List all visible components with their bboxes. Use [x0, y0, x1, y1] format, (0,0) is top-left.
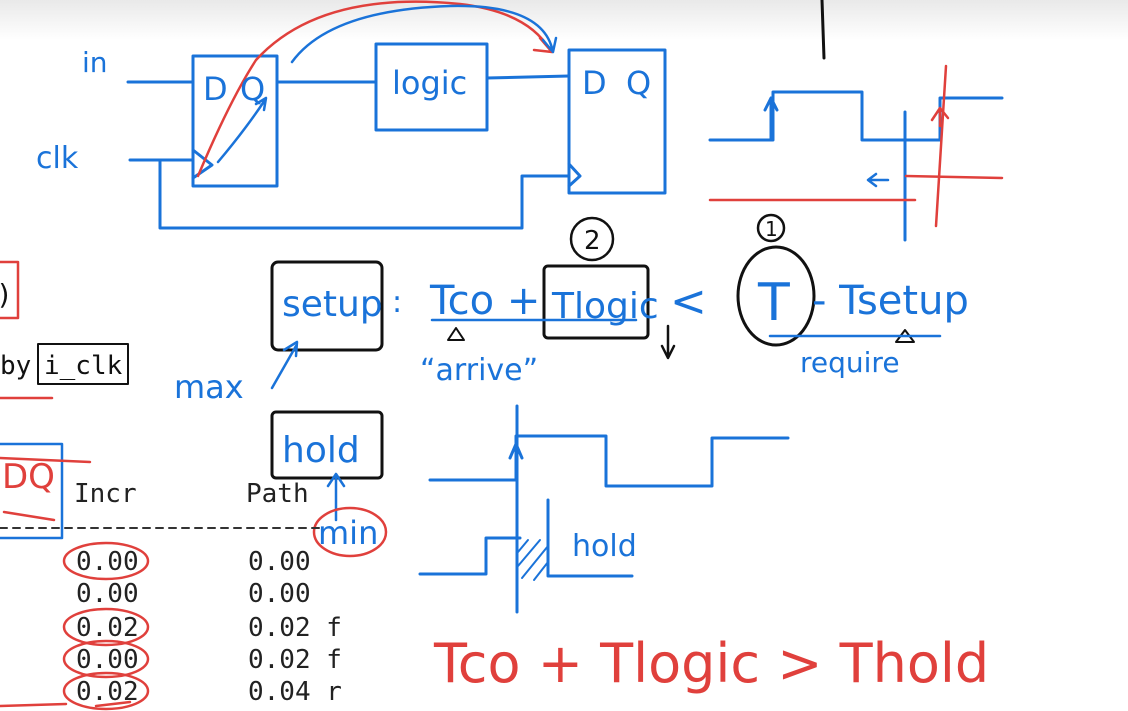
incr-red-circle: [62, 639, 150, 679]
setup-waveform-red: [708, 64, 1004, 228]
red-up-arrow: [930, 106, 950, 128]
logic-label: logic: [392, 64, 467, 102]
data-waveform-hold: [418, 498, 634, 578]
dq-box: [0, 442, 64, 540]
incr-cell: 0.00: [76, 579, 139, 609]
table-row: 0.02 0.02 f: [62, 607, 342, 647]
label-in: in: [82, 46, 108, 79]
setup-box: [270, 260, 384, 352]
arrive-marker: [447, 327, 465, 341]
logic-to-d2-wire: [485, 74, 571, 80]
by-text: by: [0, 351, 31, 381]
path-cell: 0.02 f: [248, 613, 342, 643]
ff2-clock-triangle: [567, 162, 582, 188]
logic-box: [374, 42, 489, 132]
label-clk: clk: [36, 141, 79, 176]
min-note: min: [318, 514, 378, 552]
path-cell: 0.00: [248, 547, 311, 577]
clk-loop-wire: [158, 158, 571, 230]
ff1-inner-arrow: [216, 96, 268, 164]
incr-red-circle: [62, 607, 150, 647]
incr-cell: 0.00: [76, 645, 139, 675]
rising-edge-arrow-top: [763, 96, 779, 142]
table-row: 0.00 0.00: [76, 579, 311, 609]
hold-region-note: hold: [572, 529, 637, 564]
down-arrow: [660, 324, 676, 360]
flip-flop-2: [567, 48, 667, 195]
table-row: 0.00 0.00: [62, 541, 311, 581]
hold-equation: Tco + Tlogic > Thold: [433, 632, 989, 695]
path-cell: 0.04 r: [248, 677, 342, 707]
path-cell: 0.02 f: [248, 645, 342, 675]
tlogic-boxed: Tlogic: [551, 286, 659, 327]
table-row: 0.02 0.04 r: [62, 671, 342, 711]
circled-1-text: 1: [765, 217, 778, 241]
max-note: max: [174, 368, 244, 406]
red-vertical-marker: [934, 64, 948, 228]
left-arrow-small: [866, 172, 890, 188]
ff1-d-label: D: [203, 70, 228, 108]
incr-red-circle: [62, 541, 150, 581]
incr-cell: 0.02: [76, 613, 139, 643]
require-note: require: [800, 346, 900, 379]
header-incr: Incr: [74, 479, 137, 509]
blue-timing-path-arrow: [290, 4, 558, 64]
path-cell: 0.00: [248, 579, 311, 609]
clock-waveform-hold: [428, 434, 790, 488]
incr-cell: 0.02: [76, 677, 139, 707]
hold-hatch: [517, 539, 549, 581]
bottom-red-strokes: [0, 700, 132, 708]
colon: :: [392, 285, 402, 320]
clk-name-text: i_clk: [44, 351, 123, 381]
paren-box: [0, 260, 20, 320]
red-horizontal-marker: [904, 174, 1004, 180]
setup-rhs: - Tsetup: [812, 278, 969, 324]
ff1-q-label: Q: [240, 70, 265, 108]
incr-red-circle: [62, 671, 150, 711]
header-path: Path: [246, 479, 309, 509]
top-gradient: [0, 0, 1128, 40]
circled-2-text: 2: [584, 226, 601, 256]
min-circle: [312, 506, 388, 558]
hold-waveform: [418, 404, 790, 614]
less-than: <: [670, 276, 707, 327]
tlogic-box: [542, 264, 650, 340]
circle-1: [756, 213, 786, 243]
flip-flop-1: [191, 54, 279, 188]
setup-label: setup: [282, 284, 383, 325]
circle-2: [569, 216, 615, 262]
incr-cell: 0.00: [76, 547, 139, 577]
setup-waveform: [708, 90, 1004, 242]
clk-name-box: [37, 343, 129, 385]
setup-lhs: Tco +: [429, 278, 540, 324]
ff2-q-label: Q: [626, 64, 651, 102]
hold-label: hold: [282, 430, 360, 471]
paren-text: ): [0, 278, 13, 311]
max-arrow: [270, 340, 299, 390]
circuit-diagram: [126, 42, 667, 230]
period-circle: [736, 245, 816, 347]
dq-text: DQ: [2, 457, 55, 497]
ff2-d-label: D: [582, 64, 607, 102]
black-marker-line: [820, 0, 826, 60]
arrive-note: “arrive”: [420, 353, 538, 388]
min-arrow: [326, 472, 346, 522]
dq-red-box: [0, 456, 92, 522]
period-t: T: [757, 273, 790, 333]
hold-box: [270, 410, 384, 480]
left-fragments: [0, 260, 321, 708]
table-row: 0.00 0.02 f: [62, 639, 342, 679]
clock-waveform-top: [708, 90, 1004, 142]
